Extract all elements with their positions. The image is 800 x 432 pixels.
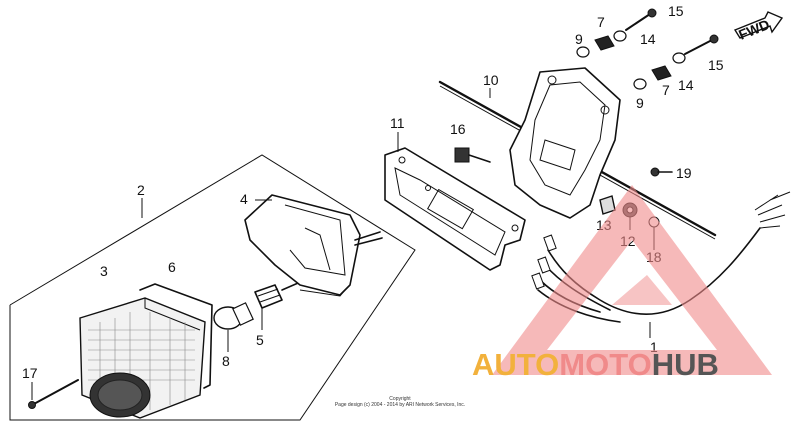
lens-assembly-outline [9, 154, 416, 421]
screw-17 [28, 379, 79, 409]
taillight-lens [79, 297, 206, 419]
callout-8: 8 [222, 353, 230, 369]
callout-16: 16 [450, 121, 466, 137]
fwd-label: FWD [736, 16, 772, 43]
watermark-part2: MOTO [559, 347, 652, 382]
watermark-text: AUTOMOTOHUB [472, 348, 719, 382]
callout-11: 11 [390, 115, 405, 131]
callout-3: 3 [100, 263, 108, 279]
hardware-top-lower [633, 34, 719, 90]
callout-18: 18 [646, 249, 662, 265]
forward-direction-arrow: FWD [733, 11, 784, 43]
bulb [213, 302, 254, 352]
callout-12: 12 [620, 233, 636, 249]
taillight-case [244, 194, 383, 297]
copyright-line2: Page design (c) 2004 - 2014 by ARI Netwo… [334, 402, 466, 408]
callout-15a: 15 [668, 3, 684, 19]
callout-19: 19 [676, 165, 692, 181]
copyright-notice: Copyright Page design (c) 2004 - 2014 by… [300, 396, 500, 408]
lens-gasket [139, 283, 213, 389]
callout-14b: 14 [678, 77, 694, 93]
callout-15b: 15 [708, 57, 724, 73]
bolt-16 [454, 147, 491, 163]
callout-9b: 9 [636, 95, 644, 111]
callout-9a: 9 [575, 31, 583, 47]
callout-5: 5 [256, 332, 264, 348]
callout-6: 6 [168, 259, 176, 275]
hardware-top-upper [576, 8, 657, 58]
callout-4: 4 [240, 191, 248, 207]
callout-7a: 7 [597, 14, 605, 30]
callout-7b: 7 [662, 82, 670, 98]
callout-17: 17 [22, 365, 38, 381]
watermark-part1: AUTO [472, 347, 560, 382]
watermark-part3: HUB [651, 347, 719, 382]
bulb-socket [254, 279, 306, 330]
callout-2: 2 [137, 182, 145, 198]
copyright-line1: Copyright [389, 396, 411, 402]
callout-10: 10 [483, 72, 499, 88]
callout-13: 13 [596, 217, 612, 233]
callout-14a: 14 [640, 31, 656, 47]
screw-19 [650, 167, 673, 177]
